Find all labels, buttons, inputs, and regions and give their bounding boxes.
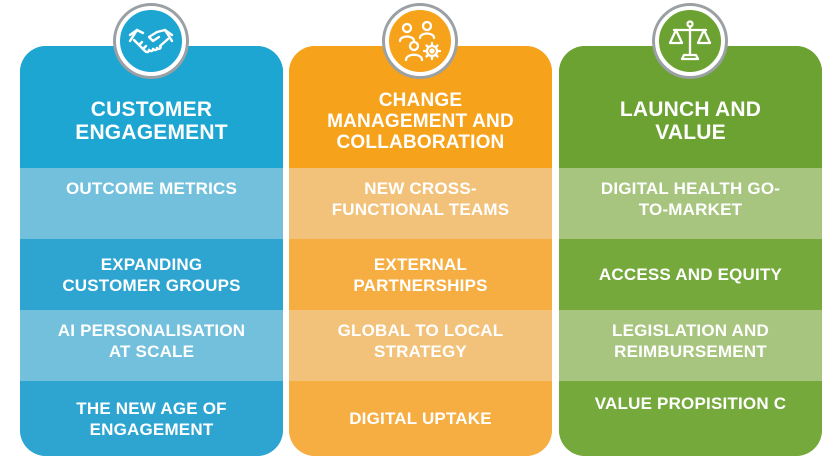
column-header: CHANGE MANAGEMENT AND COLLABORATION xyxy=(289,46,552,168)
item-line: EXPANDING xyxy=(100,254,203,274)
header-line: LAUNCH AND xyxy=(619,98,762,121)
item-line: TO-MARKET xyxy=(638,200,743,219)
item-line: REIMBURSEMENT xyxy=(614,342,767,361)
item-line: VALUE PROPISITION C xyxy=(594,394,787,413)
item-line: AT SCALE xyxy=(108,342,195,361)
list-item: DIGITAL UPTAKE xyxy=(289,381,552,456)
header-line: CUSTOMER xyxy=(90,98,213,121)
item-line: STRATEGY xyxy=(374,342,467,361)
list-item: OUTCOME METRICS xyxy=(20,168,283,239)
item-line: ACCESS AND EQUITY xyxy=(598,265,783,284)
list-item: VALUE PROPISITION C xyxy=(559,381,822,456)
item-line: FUNCTIONAL TEAMS xyxy=(331,200,510,219)
item-line: DIGITAL UPTAKE xyxy=(349,409,492,428)
header-line: ENGAGEMENT xyxy=(75,121,228,144)
list-item: EXPANDING CUSTOMER GROUPS xyxy=(20,239,283,310)
item-line: GLOBAL TO LOCAL xyxy=(337,321,504,340)
item-line: THE NEW AGE OF xyxy=(76,398,227,418)
list-item: DIGITAL HEALTH GO- TO-MARKET xyxy=(559,168,822,239)
column-header-text: CUSTOMER ENGAGEMENT xyxy=(75,98,228,144)
column-header-text: CHANGE MANAGEMENT AND COLLABORATION xyxy=(327,90,514,153)
handshake-icon xyxy=(116,6,186,76)
header-line: MANAGEMENT AND xyxy=(327,110,514,132)
list-item: ACCESS AND EQUITY xyxy=(559,239,822,310)
list-item: THE NEW AGE OF ENGAGEMENT xyxy=(20,381,283,456)
item-line: CUSTOMER GROUPS xyxy=(62,275,241,295)
item-line: EXTERNAL xyxy=(373,254,468,274)
item-line: PARTNERSHIPS xyxy=(353,275,488,295)
item-line: AI PERSONALISATION xyxy=(57,321,246,340)
list-item: NEW CROSS- FUNCTIONAL TEAMS xyxy=(289,168,552,239)
list-item: AI PERSONALISATION AT SCALE xyxy=(20,310,283,381)
item-line: LEGISLATION AND xyxy=(612,321,769,340)
header-line: COLLABORATION xyxy=(336,131,505,153)
item-line: DIGITAL HEALTH GO- xyxy=(600,179,781,198)
column-header-text: LAUNCH AND VALUE xyxy=(620,98,761,144)
list-item: GLOBAL TO LOCAL STRATEGY xyxy=(289,310,552,381)
team-gear-icon xyxy=(385,6,455,76)
column-change-management: CHANGE MANAGEMENT AND COLLABORATION NEW … xyxy=(289,46,552,456)
list-item: EXTERNAL PARTNERSHIPS xyxy=(289,239,552,310)
column-customer-engagement: CUSTOMER ENGAGEMENT OUTCOME METRICS EXPA… xyxy=(20,46,283,456)
header-line: CHANGE xyxy=(378,89,463,111)
list-item: LEGISLATION AND REIMBURSEMENT xyxy=(559,310,822,381)
item-line: ENGAGEMENT xyxy=(89,419,214,439)
header-line: VALUE xyxy=(655,121,726,144)
item-line: OUTCOME METRICS xyxy=(65,179,238,198)
column-launch-and-value: LAUNCH AND VALUE DIGITAL HEALTH GO- TO-M… xyxy=(559,46,822,456)
balance-scale-icon xyxy=(655,6,725,76)
item-line: NEW CROSS- xyxy=(364,179,477,198)
